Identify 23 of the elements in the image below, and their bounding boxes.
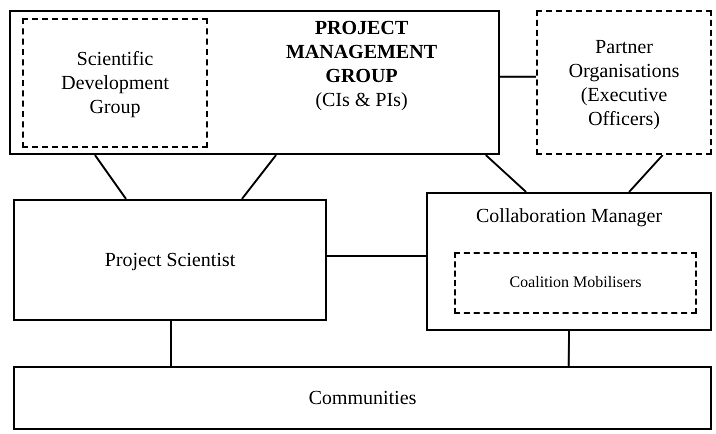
role-box xyxy=(426,192,712,331)
connector-line xyxy=(327,254,426,257)
organisation-box xyxy=(536,10,712,155)
node-label: Coalition Mobilisers xyxy=(510,273,642,293)
connector-line xyxy=(170,321,172,366)
connector-line xyxy=(628,154,664,193)
node-label: Scientific Development Group xyxy=(60,47,170,119)
node-label: Communities xyxy=(308,386,416,410)
communities-box xyxy=(13,366,712,430)
node-label: Project Scientist xyxy=(104,248,236,272)
connector-line xyxy=(568,331,570,366)
connector-line xyxy=(485,154,527,193)
group-box xyxy=(9,10,500,155)
group-box xyxy=(22,18,208,148)
group-subtitle: (CIs & PIs) xyxy=(315,88,408,112)
role-title: Collaboration Manager xyxy=(476,204,662,228)
connector-line xyxy=(241,154,277,200)
connector-line xyxy=(94,154,127,200)
role-box xyxy=(13,199,327,321)
group-heading: PROJECT MANAGEMENT GROUP xyxy=(284,16,438,88)
connector-line xyxy=(500,76,536,78)
team-box xyxy=(454,252,697,314)
node-label: Partner Organisations (Executive Officers) xyxy=(568,34,680,130)
